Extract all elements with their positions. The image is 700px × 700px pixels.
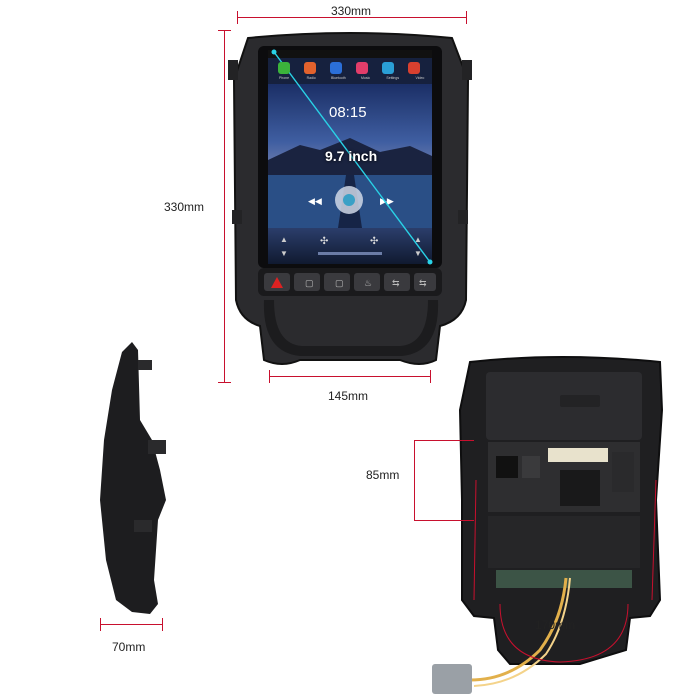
back-vent — [560, 395, 600, 407]
left-mount-tab — [228, 60, 238, 80]
connector-block — [496, 456, 518, 478]
button-board — [496, 570, 632, 588]
side-bracket — [138, 360, 152, 370]
connector-block — [548, 448, 608, 462]
hw-button[interactable] — [324, 273, 350, 291]
hw-button[interactable] — [354, 273, 380, 291]
side-bracket — [134, 520, 152, 532]
status-bar — [268, 50, 432, 58]
app-label: Settings — [386, 76, 400, 80]
left-dimension-tick — [218, 30, 231, 31]
left-height-label: 330mm — [164, 200, 205, 214]
side-dimension-line — [100, 624, 163, 625]
top-dimension-line — [237, 17, 467, 18]
app-row-bg — [268, 58, 432, 84]
car-icon: ⇆ — [392, 278, 400, 288]
climate-down-icon-right[interactable]: ▼ — [414, 249, 422, 258]
wiring-harness — [469, 577, 568, 682]
fan-left-icon[interactable]: ✣ — [320, 236, 328, 247]
side-dimension-tick — [100, 618, 101, 631]
red-edge-highlight — [473, 479, 477, 601]
climate-up-icon-right[interactable]: ▲ — [414, 235, 422, 244]
lock-icon: ▢ — [335, 278, 344, 288]
bluetooth-app-icon[interactable] — [330, 62, 342, 74]
settings-app-icon[interactable] — [382, 62, 394, 74]
bottom-dimension-line — [269, 376, 431, 377]
top-width-label: 330mm — [331, 4, 372, 18]
app-label-row: Phone Radio Bluetooth Music Settings Vid… — [272, 76, 432, 80]
bottom-width-label: 145mm — [328, 389, 369, 403]
back-height-tick — [414, 440, 474, 441]
phone-app-icon[interactable] — [278, 62, 290, 74]
side-bracket — [148, 440, 166, 454]
back-height-tick — [414, 520, 474, 521]
back-width-label: 170mm — [535, 618, 576, 632]
connector-block — [612, 452, 634, 492]
hw-button[interactable] — [294, 273, 320, 291]
side-dimension-tick — [162, 618, 163, 631]
top-dimension-tick — [466, 11, 467, 24]
screen-size-label: 9.7 inch — [325, 148, 378, 164]
radio-app-icon[interactable] — [304, 62, 316, 74]
hw-button[interactable] — [384, 273, 410, 291]
bottom-dimension-tick — [430, 370, 431, 383]
app-label: Music — [360, 76, 371, 80]
app-icons — [278, 62, 420, 74]
diagonal-end-dot — [427, 259, 433, 265]
diagonal-measure-line — [273, 51, 431, 263]
prev-track-icon[interactable]: ◀◀ — [308, 196, 322, 206]
top-dimension-tick — [237, 11, 238, 24]
hazard-icon — [271, 277, 283, 288]
climate-up-icon[interactable]: ▲ — [280, 235, 288, 244]
fan-level-bar[interactable] — [318, 252, 382, 255]
diagonal-end-dot — [271, 49, 277, 55]
back-height-line — [414, 440, 415, 520]
wallpaper-mountains — [268, 138, 432, 175]
app-label: Radio — [306, 76, 316, 80]
app-label: Bluetooth — [330, 76, 346, 80]
app-label: Video — [415, 76, 425, 80]
red-ring-highlight — [499, 603, 629, 663]
next-track-icon[interactable]: ▶▶ — [380, 196, 394, 206]
back-lower-panel — [488, 516, 640, 568]
red-edge-highlight — [651, 479, 657, 601]
wiring-plug — [432, 664, 472, 694]
climate-bar — [268, 228, 432, 264]
seat-icon: ♨ — [364, 278, 372, 288]
bottom-dimension-tick — [269, 370, 270, 383]
play-button[interactable] — [343, 194, 355, 206]
back-height-label: 85mm — [366, 468, 400, 482]
hw-button[interactable] — [414, 273, 436, 291]
wiring-harness — [473, 577, 571, 687]
right-mount-tab — [462, 60, 472, 80]
climate-down-icon[interactable]: ▼ — [280, 249, 288, 258]
fan-right-icon[interactable]: ✣ — [370, 236, 378, 247]
connector-block — [560, 470, 600, 506]
car-icon: ⇆ — [419, 278, 427, 288]
left-dimension-line — [224, 30, 225, 383]
video-app-icon[interactable] — [408, 62, 420, 74]
side-depth-label: 70mm — [112, 640, 146, 654]
left-mount-tab — [232, 210, 242, 224]
lock-icon: ▢ — [305, 278, 314, 288]
screen-time: 08:15 — [329, 104, 367, 121]
side-view-unit — [100, 342, 166, 614]
hardware-buttons: ▢ ▢ ♨ ⇆ ⇆ — [264, 273, 436, 291]
left-dimension-tick — [218, 382, 231, 383]
app-label: Phone — [278, 76, 290, 80]
music-app-icon[interactable] — [356, 62, 368, 74]
right-mount-tab — [458, 210, 468, 224]
connector-block — [522, 456, 540, 478]
